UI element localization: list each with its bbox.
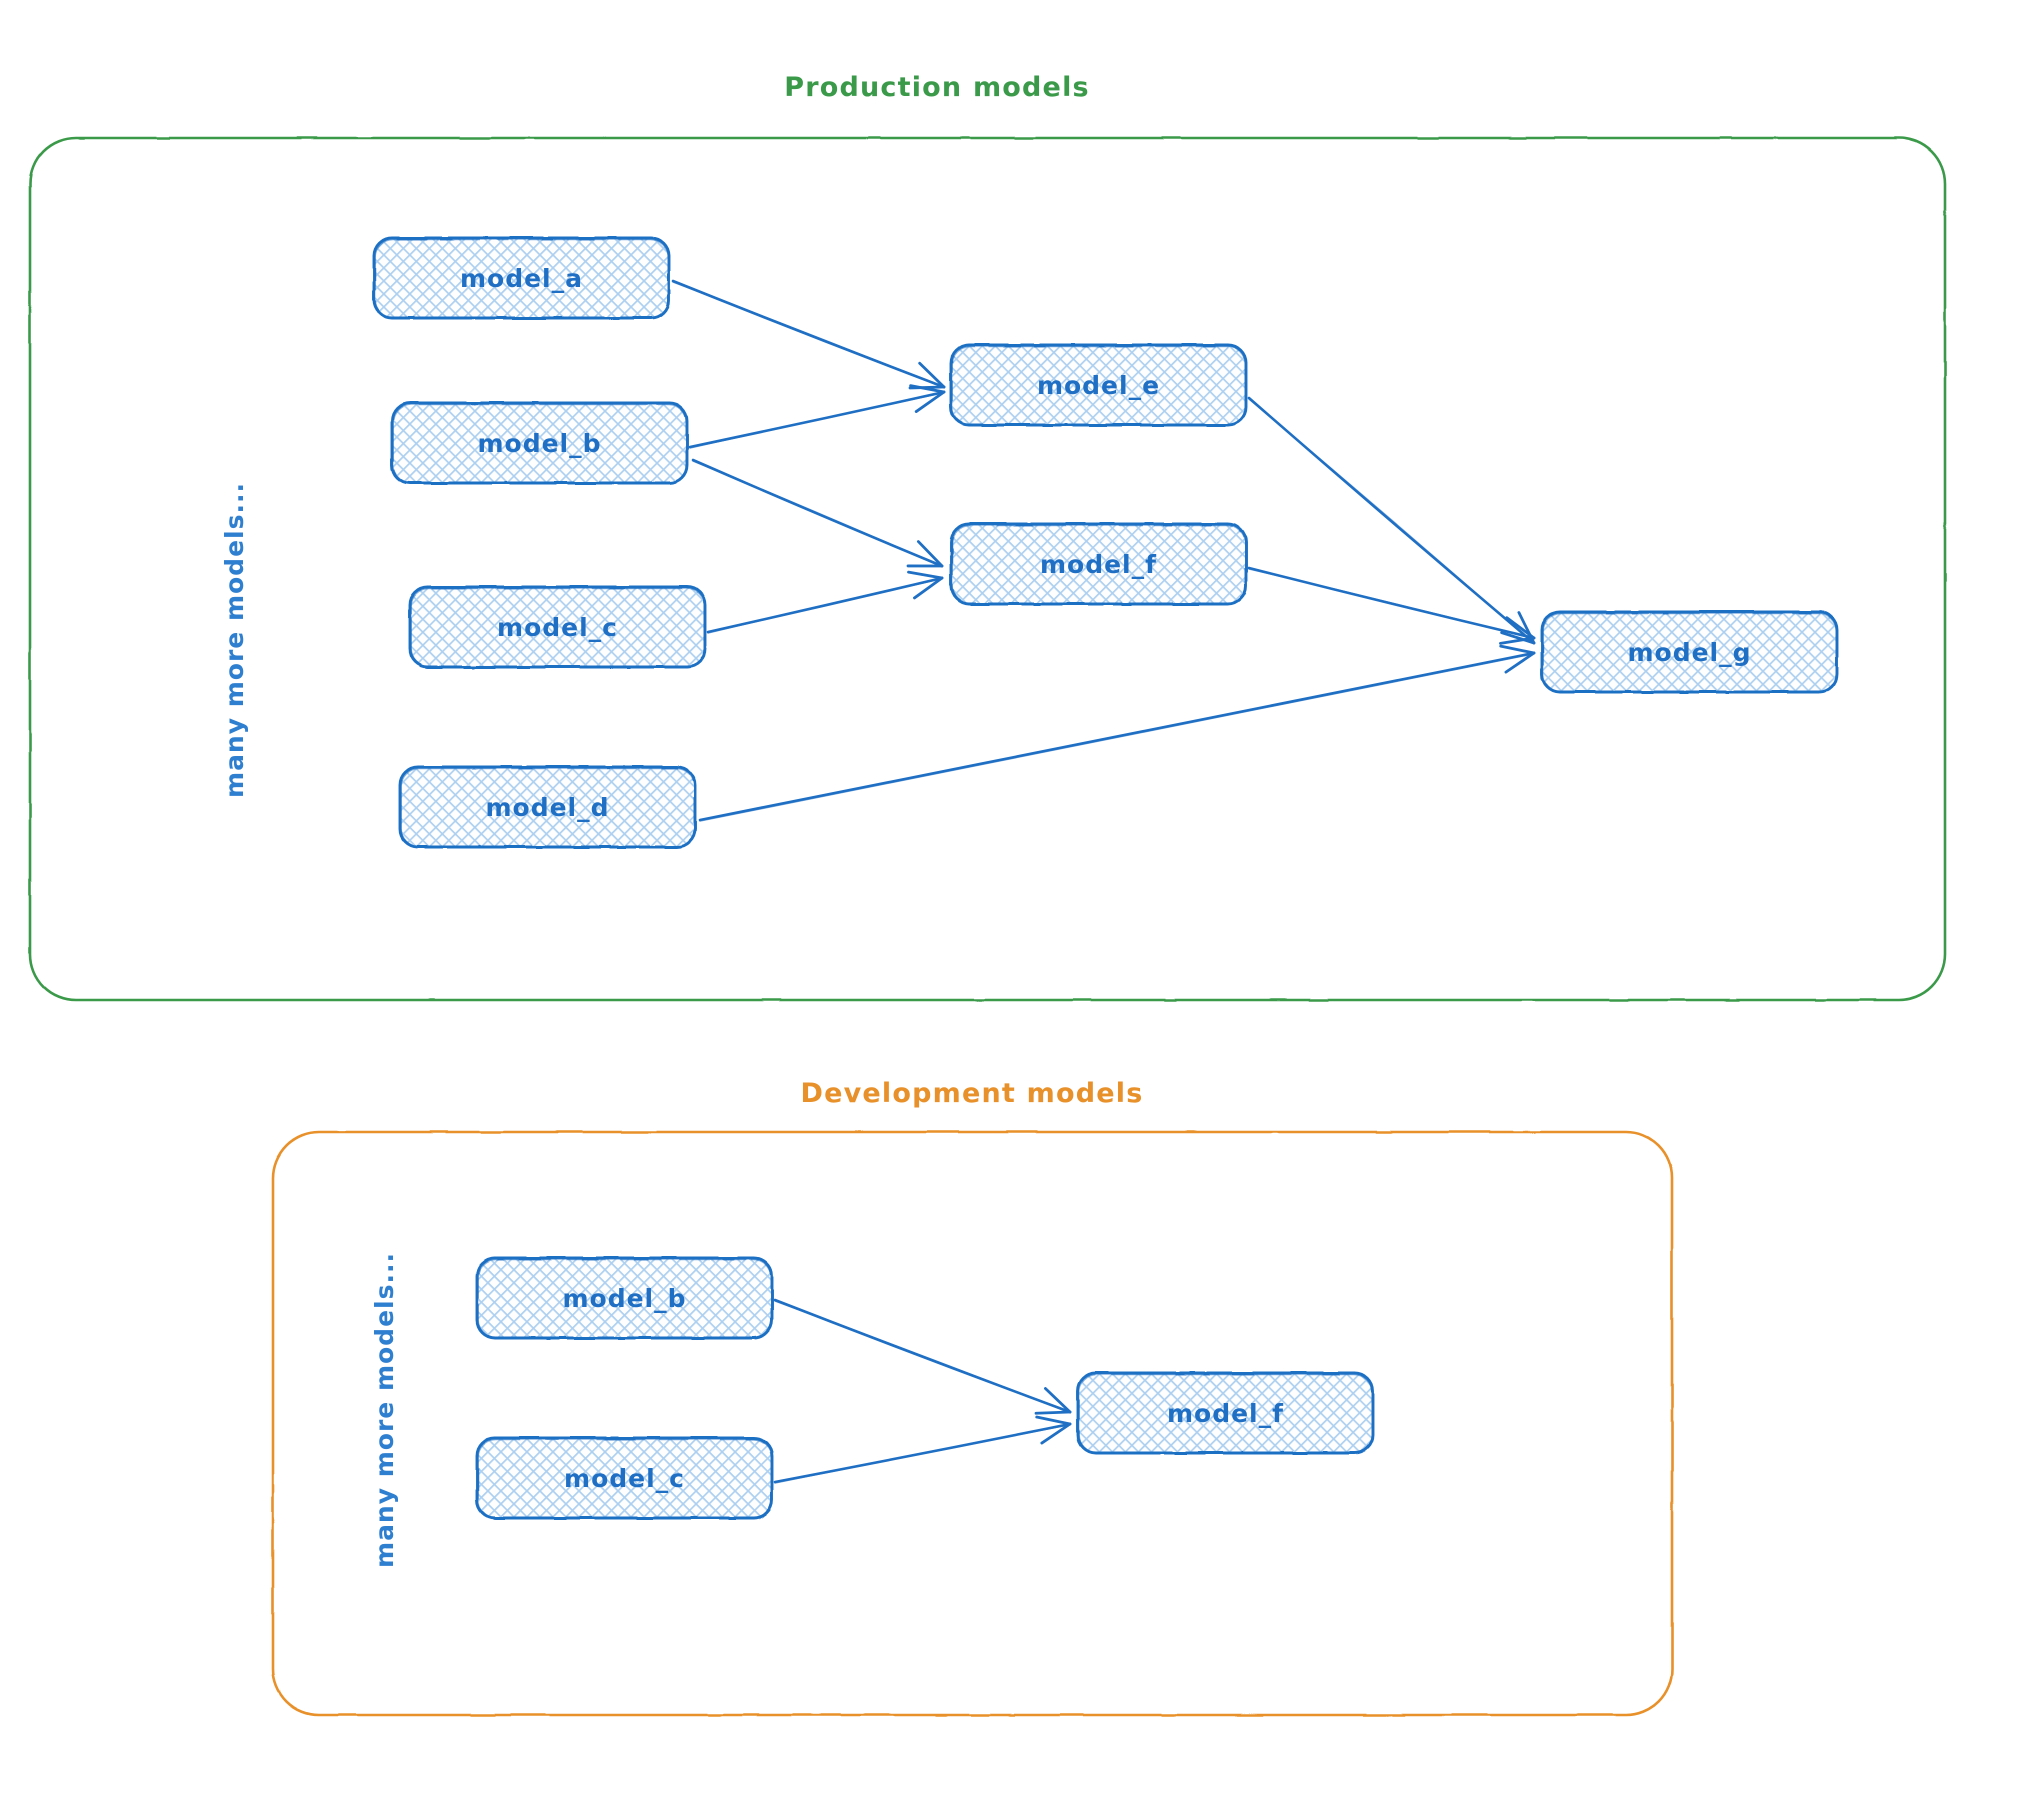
node-outline — [410, 587, 706, 668]
arrowhead-stroke-2 — [1505, 616, 1536, 640]
node-model-g-production[interactable]: model_g — [1540, 610, 1839, 694]
node-model-f-production[interactable]: model_f — [949, 522, 1248, 606]
edge-line — [774, 1300, 1071, 1414]
node-label: model_a — [460, 264, 583, 293]
node-label: model_c — [497, 613, 618, 642]
arrowhead-stroke-2 — [1035, 1415, 1072, 1426]
node-label: model_g — [1627, 638, 1751, 667]
node-hatch-fill — [374, 238, 669, 318]
node-model-c-development[interactable]: model_c — [475, 1436, 774, 1520]
node-label: model_b — [562, 1284, 686, 1313]
node-model-b-production[interactable]: model_b — [390, 401, 689, 485]
arrowhead-stroke-1 — [1040, 1422, 1072, 1445]
edge-c-f — [706, 570, 944, 634]
edge-f-g — [1247, 566, 1536, 645]
node-outline — [1542, 612, 1838, 693]
node-hatch-fill — [477, 1438, 772, 1518]
node-hatch-fill — [951, 524, 1246, 604]
node-model-a-production[interactable]: model_a — [372, 236, 671, 320]
nodes-layer: model_a model_b model_c model_d model_emodel… — [372, 236, 1839, 1520]
development-group-title: Development models — [801, 1078, 1144, 1109]
node-hatch-fill — [477, 1258, 772, 1338]
edge-line — [774, 1424, 1071, 1484]
production-group-title: Production models — [784, 72, 1090, 103]
node-model-f-development[interactable]: model_f — [1076, 1371, 1375, 1455]
arrowhead-stroke-2 — [918, 361, 946, 389]
edge-line — [698, 651, 1536, 822]
node-outline — [374, 238, 670, 319]
edge-line — [692, 460, 943, 568]
node-label: model_f — [1040, 550, 1157, 579]
edge-line — [689, 392, 945, 449]
edge-devb-devf — [773, 1298, 1072, 1415]
edge-b-f — [691, 458, 944, 568]
node-model-c-production[interactable]: model_c — [408, 585, 707, 669]
node-outline — [477, 1258, 773, 1339]
arrowhead-stroke-1 — [913, 576, 944, 600]
edge-a-e — [671, 279, 946, 390]
node-label: model_f — [1167, 1399, 1284, 1428]
node-outline — [477, 1438, 773, 1519]
node-outline — [951, 345, 1247, 426]
node-hatch-fill — [400, 767, 695, 847]
edge-line — [672, 281, 945, 389]
edge-line — [1248, 568, 1535, 640]
node-label: model_e — [1037, 371, 1160, 400]
arrowhead-stroke-1 — [1500, 631, 1536, 645]
node-outline — [951, 524, 1247, 605]
edge-d-g — [698, 644, 1536, 822]
development-group-border — [271, 1130, 1674, 1717]
arrowhead-stroke-2 — [909, 384, 946, 394]
node-hatch-fill — [410, 587, 705, 667]
node-outline — [1078, 1373, 1374, 1454]
node-model-d-production[interactable]: model_d — [398, 765, 697, 849]
node-hatch-fill — [951, 345, 1246, 425]
edge-line — [1248, 398, 1535, 645]
node-label: model_d — [485, 793, 609, 822]
node-label: model_b — [477, 429, 601, 458]
production-many-more-models-note: many more models... — [220, 482, 249, 798]
arrowhead-stroke-1 — [1504, 651, 1536, 674]
production-group-border — [28, 136, 1947, 1002]
node-hatch-fill — [392, 403, 687, 483]
arrowhead-stroke-1 — [914, 390, 946, 413]
node-hatch-fill — [1078, 1373, 1373, 1453]
development-many-more-models-note: many more models... — [370, 1252, 399, 1568]
arrowhead-stroke-1 — [1499, 636, 1536, 645]
arrowhead-stroke-2 — [1499, 644, 1536, 655]
node-label: model_c — [564, 1464, 685, 1493]
edges-layer — [671, 279, 1536, 1484]
arrowhead-stroke-2 — [916, 540, 944, 568]
edge-e-g — [1247, 396, 1536, 645]
node-model-e-production[interactable]: model_e — [949, 343, 1248, 427]
node-hatch-fill — [1542, 612, 1837, 692]
node-model-b-development[interactable]: model_b — [475, 1256, 774, 1340]
group-production[interactable]: Production models many more models... — [28, 72, 1947, 1002]
node-outline — [400, 767, 696, 848]
edge-devc-devf — [773, 1415, 1072, 1484]
node-outline — [392, 403, 688, 484]
arrowhead-stroke-1 — [1034, 1410, 1072, 1415]
group-development[interactable]: Development models many more models... — [271, 1078, 1674, 1717]
arrowhead-stroke-2 — [1044, 1387, 1072, 1414]
edge-line — [707, 578, 943, 634]
arrowhead-stroke-2 — [907, 570, 944, 580]
edge-line — [699, 653, 1535, 822]
edge-b-e — [688, 384, 946, 449]
